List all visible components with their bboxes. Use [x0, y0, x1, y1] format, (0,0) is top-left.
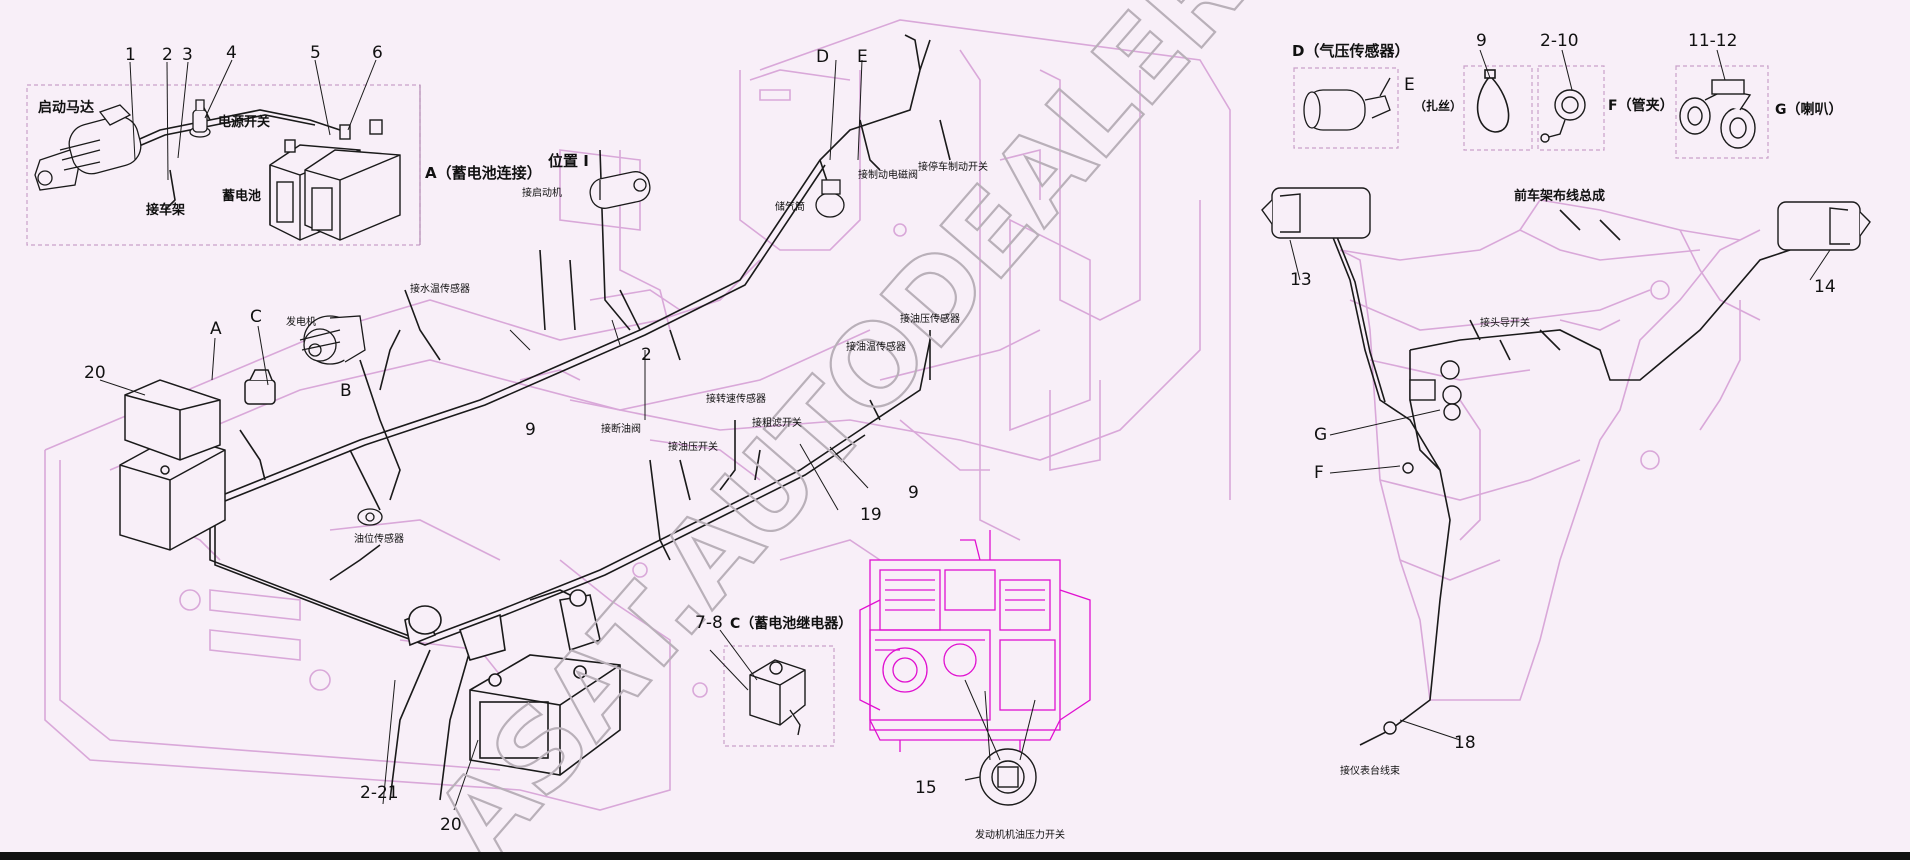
callout-4: 4 — [226, 43, 237, 63]
label-engine-oil-pressure-switch: 发动机机油压力开关 — [975, 828, 1065, 841]
callout-2-main: 2 — [641, 345, 652, 365]
inset-f-frame — [1537, 65, 1605, 151]
callout-20-bottom: 20 — [440, 815, 462, 835]
battery-pair-illustration — [269, 119, 401, 241]
caption-inset-g: G（喇叭） — [1775, 101, 1843, 118]
front-relay-cluster-illustration — [1383, 360, 1462, 735]
callout-3: 3 — [182, 45, 193, 65]
oil-pressure-switch-illustration — [964, 748, 1037, 806]
letter-e-inset: E — [1404, 75, 1415, 95]
letter-b-main: B — [340, 381, 352, 401]
callout-13: 13 — [1290, 270, 1312, 290]
label-air-reservoir: 储气筒 — [775, 200, 805, 213]
air-reservoir-sensor-illustration — [815, 179, 845, 218]
callout-9-right: 9 — [908, 483, 919, 503]
label-power-switch: 电源开关 — [218, 114, 270, 130]
power-switch-illustration — [189, 99, 211, 138]
headlight-left-illustration — [1261, 187, 1371, 239]
battery-relay-illustration — [749, 659, 806, 736]
label-oil-pressure-switch: 接油压开关 — [668, 440, 718, 453]
letter-d: D — [816, 47, 829, 67]
caption-inset-e: （扎丝） — [1414, 98, 1462, 113]
callout-2: 2 — [162, 45, 173, 65]
caption-inset-a: A（蓄电池连接） — [425, 164, 542, 182]
letter-c-main: C — [250, 307, 262, 327]
callout-2-21: 2-21 — [360, 783, 399, 803]
starter-motor-illustration — [34, 104, 142, 191]
label-oil-temp-sensor: 接油温传感器 — [846, 340, 906, 353]
inset-g-frame — [1675, 65, 1769, 159]
callout-9-tie: 9 — [1476, 31, 1487, 51]
caption-inset-f: F（管夹） — [1608, 97, 1674, 114]
callout-19: 19 — [860, 505, 882, 525]
front-frame-title: 前车架布线总成 — [1514, 188, 1605, 204]
label-parking-switch: 接停车制动开关 — [918, 160, 988, 173]
label-fuel-cutoff-valve: 接断油阀 — [601, 422, 641, 435]
label-oil-pressure-sensor: 接油压传感器 — [900, 312, 960, 325]
callout-6: 6 — [372, 43, 383, 63]
callout-18: 18 — [1454, 733, 1476, 753]
callout-14: 14 — [1814, 277, 1836, 297]
caption-inset-d: D（气压传感器） — [1292, 42, 1409, 60]
letter-g-front: G — [1314, 425, 1327, 445]
caption-inset-c: C（蓄电池继电器） — [730, 615, 852, 632]
fuel-level-sensor-illustration — [357, 508, 383, 526]
callout-11-12: 11-12 — [1688, 31, 1737, 51]
label-fuel-level-sensor: 油位传感器 — [354, 532, 404, 545]
letter-a-main: A — [210, 319, 222, 339]
engine-illustration — [859, 530, 1091, 752]
callout-1: 1 — [125, 45, 136, 65]
wiring-harness — [114, 34, 1791, 801]
callout-5: 5 — [310, 43, 321, 63]
label-frame-ground: 接车架 — [146, 202, 185, 218]
headlight-right-illustration — [1777, 201, 1871, 251]
inset-e-frame — [1463, 65, 1533, 151]
leader-lines — [99, 49, 1831, 811]
battery-box-left-illustration — [119, 369, 276, 551]
cable-tie-illustration — [1476, 69, 1510, 133]
letter-e: E — [857, 47, 868, 67]
air-pressure-sensor-illustration — [1303, 77, 1391, 131]
label-filter-switch: 接粗滤开关 — [752, 416, 802, 429]
label-starter-connection: 接启动机 — [522, 186, 562, 199]
label-water-temp: 接水温传感器 — [410, 282, 470, 295]
callout-2-10: 2-10 — [1540, 31, 1579, 51]
pipe-clamp-illustration — [1540, 89, 1586, 143]
callout-15: 15 — [915, 778, 937, 798]
bottom-border — [0, 852, 1910, 860]
label-generator: 发电机 — [286, 315, 316, 328]
inset-d-frame — [1293, 67, 1399, 149]
label-speed-sensor: 接转速传感器 — [706, 392, 766, 405]
label-brake-valve: 接制动电磁阀 — [858, 168, 918, 181]
horn-illustration — [1679, 79, 1756, 149]
label-headlight-switch: 接头导开关 — [1480, 316, 1530, 329]
callout-9-left: 9 — [525, 420, 536, 440]
label-position-i: 位置 I — [548, 152, 589, 170]
battery-bottom-illustration — [404, 589, 621, 776]
label-starter-motor: 启动马达 — [38, 99, 94, 116]
label-instrument-harness: 接仪表台线束 — [1340, 764, 1400, 777]
callout-7-8: 7-8 — [695, 613, 723, 633]
letter-f-front: F — [1314, 463, 1324, 483]
starter-solenoid-illustration — [589, 171, 651, 209]
alternator-illustration — [299, 315, 366, 365]
label-battery: 蓄电池 — [222, 188, 261, 204]
callout-20-top: 20 — [84, 363, 106, 383]
